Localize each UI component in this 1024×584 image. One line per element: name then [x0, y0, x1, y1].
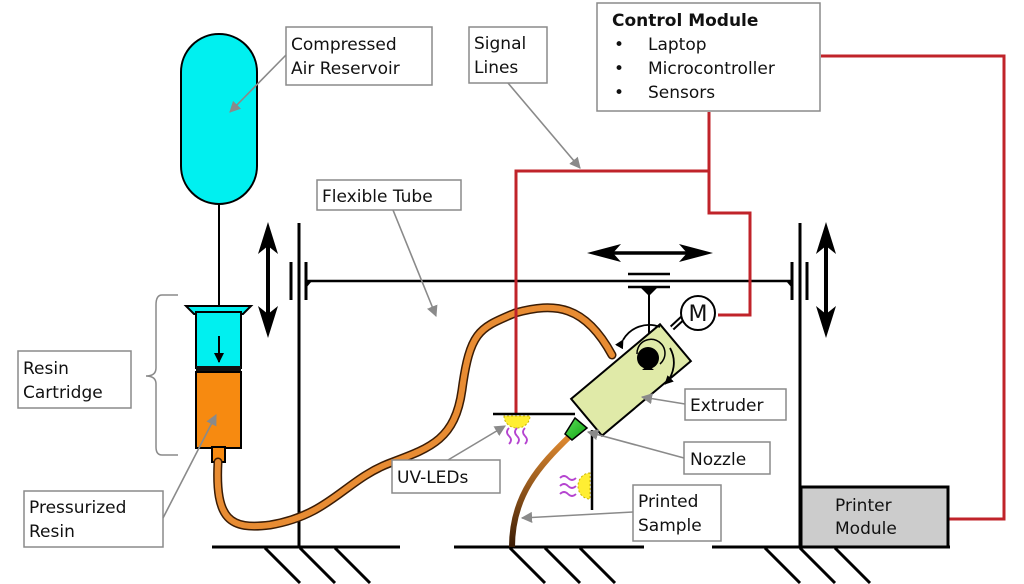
label-uv-leds: UV-LEDs [397, 468, 469, 488]
motor-label: M [689, 302, 708, 327]
cartridge-bracket [145, 294, 178, 456]
callout-uv-leds: UV-LEDs [391, 425, 506, 494]
signal-lines [514, 54, 1006, 521]
control-module: Control Module • Laptop • Microcontrolle… [596, 2, 821, 112]
control-item-microcontroller: Microcontroller [648, 59, 775, 79]
double-arrow-vertical-icon [258, 222, 278, 338]
double-arrow-vertical-icon [816, 222, 836, 338]
callout-compressed-air: Compressed Air Reservoir [229, 26, 433, 113]
printer-module-label-1: Printer [835, 496, 892, 516]
uv-wave-icon [559, 475, 577, 497]
callout-extruder: Extruder [640, 388, 787, 421]
callout-pressurized-resin: Pressurized Resin [23, 414, 217, 548]
label-signal: Signal [474, 34, 526, 54]
flexible-tube [213, 303, 617, 531]
printed-sample [509, 433, 573, 548]
double-arrow-horizontal-icon [587, 244, 713, 262]
printer-module: Printer Module [799, 485, 950, 549]
label-cartridge: Cartridge [23, 383, 103, 403]
uv-led-top [493, 412, 575, 445]
label-extruder: Extruder [690, 396, 763, 416]
uv-wave-icon [506, 427, 528, 445]
resin-cartridge [183, 305, 254, 463]
bullet: • [614, 59, 624, 79]
label-air-reservoir: Air Reservoir [291, 59, 400, 79]
extruder-body [569, 322, 693, 438]
callout-resin-cartridge: Resin Cartridge [17, 350, 132, 409]
label-resin: Resin [23, 359, 69, 379]
compressed-air-reservoir [180, 33, 258, 305]
bullet: • [614, 35, 624, 55]
motor-icon: M [669, 295, 716, 331]
callout-printed-sample: Printed Sample [520, 484, 722, 542]
uv-led-side [559, 430, 594, 510]
label-pressurized: Pressurized [29, 498, 126, 518]
control-item-sensors: Sensors [648, 83, 715, 103]
control-module-title: Control Module [612, 11, 758, 31]
nozzle [564, 416, 589, 441]
bullet: • [614, 83, 624, 103]
label-lines: Lines [474, 58, 518, 78]
control-item-laptop: Laptop [648, 35, 707, 55]
label-sample: Sample [638, 516, 702, 536]
extruder-axle [615, 324, 675, 385]
label-nozzle: Nozzle [690, 450, 746, 470]
ground-hatch-icon [263, 546, 872, 584]
callout-nozzle: Nozzle [586, 429, 771, 475]
label-compressed: Compressed [291, 35, 397, 55]
label-resin-2: Resin [29, 522, 75, 542]
label-flexible-tube: Flexible Tube [322, 187, 433, 207]
printer-module-label-2: Module [835, 519, 897, 539]
gantry-frame [289, 223, 809, 547]
callout-flexible-tube: Flexible Tube [316, 179, 462, 318]
ground [212, 545, 950, 584]
callout-signal-lines: Signal Lines [468, 26, 581, 169]
label-printed: Printed [638, 492, 698, 512]
